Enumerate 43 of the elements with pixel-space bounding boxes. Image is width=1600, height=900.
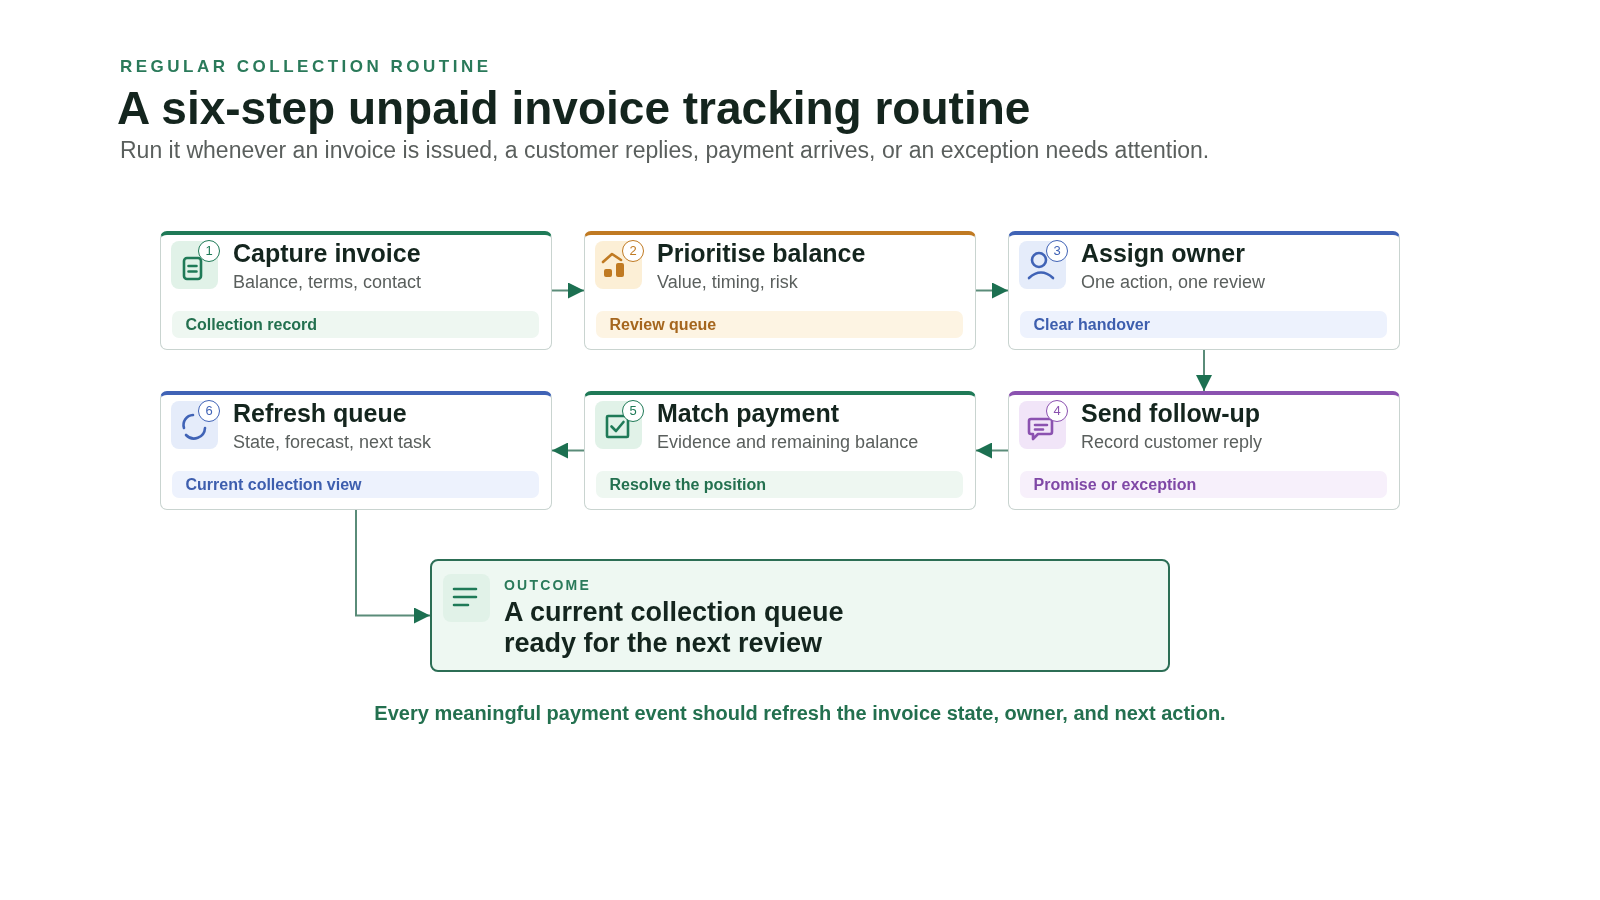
arrow [355, 509, 431, 624]
step-description: State, forecast, next task [233, 432, 432, 452]
arrow [1196, 349, 1212, 392]
step-number: 1 [198, 240, 220, 262]
step-title: Send follow-up [1081, 399, 1261, 427]
step-card [160, 231, 552, 350]
step-number: 2 [622, 240, 644, 262]
outcome-card [430, 559, 1170, 672]
step-description: One action, one review [1081, 272, 1266, 292]
step-title: Prioritise balance [657, 239, 866, 267]
footnote: Every meaningful payment event should refresh the invoice state, owner, and next action. [374, 701, 1226, 725]
step-card [584, 391, 976, 510]
step-description: Evidence and remaining balance [657, 432, 919, 452]
step-description: Balance, terms, contact [233, 272, 422, 292]
step-card [1008, 231, 1400, 350]
arrow [975, 442, 1009, 459]
section-kicker: REGULAR COLLECTION ROUTINE [120, 56, 492, 77]
step-number: 6 [198, 400, 220, 422]
step-card [584, 231, 976, 350]
step-description: Value, timing, risk [657, 272, 798, 292]
arrow [551, 282, 585, 299]
step-card [1008, 391, 1400, 510]
result-tag: Resolve the position [595, 471, 963, 498]
arrow [551, 442, 585, 459]
outcome-text: A current collection queue ready for the next review [504, 597, 845, 659]
subtitle: Run it whenever an invoice is issued, a customer replies, payment arrives, or an exception needs attention. [120, 136, 1210, 164]
step-title: Refresh queue [233, 399, 407, 427]
step-number: 4 [1046, 400, 1068, 422]
step-title: Capture invoice [233, 239, 421, 267]
title: A six-step unpaid invoice tracking routine [117, 82, 1031, 134]
step-description: Record customer reply [1081, 432, 1263, 452]
step-card [160, 391, 552, 510]
result-tag: Current collection view [171, 471, 539, 498]
arrow [975, 282, 1009, 299]
result-tag: Review queue [595, 311, 963, 338]
result-tag: Clear handover [1019, 311, 1387, 338]
step-title: Assign owner [1081, 239, 1245, 267]
result-tag: Promise or exception [1019, 471, 1387, 498]
step-number: 3 [1046, 240, 1068, 262]
step-title: Match payment [657, 399, 839, 427]
outcome-label: OUTCOME [504, 576, 591, 594]
step-number: 5 [622, 400, 644, 422]
result-tag: Collection record [171, 311, 539, 338]
